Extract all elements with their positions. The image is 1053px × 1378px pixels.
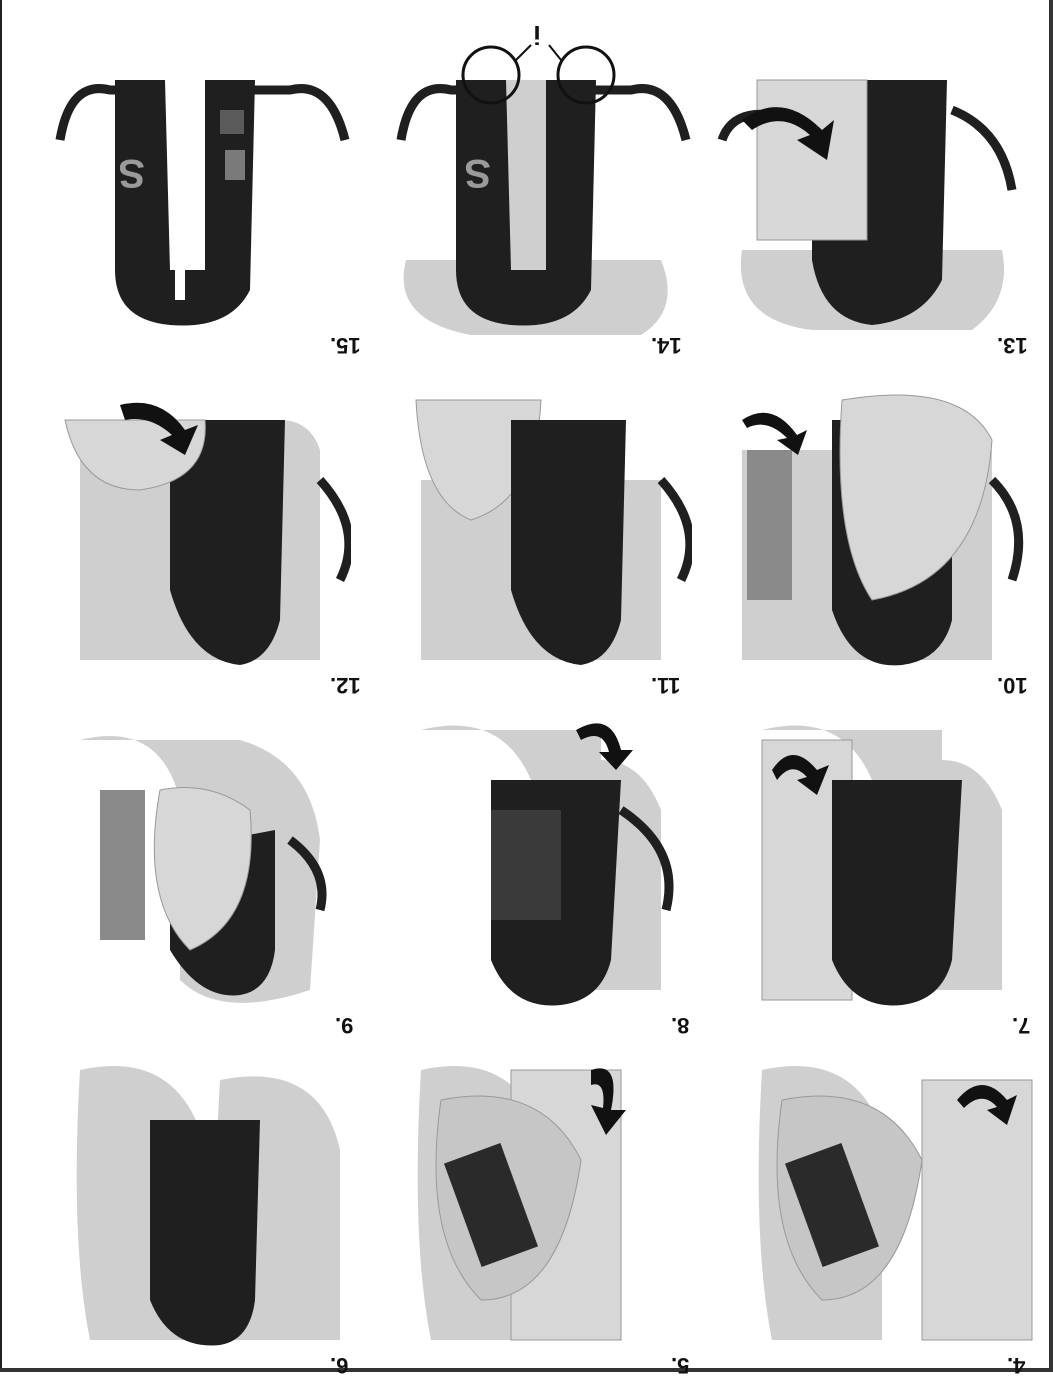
step-10-illustration — [702, 360, 1033, 690]
step-14-label: 14. — [651, 332, 682, 358]
step-15-panel: S 15. — [20, 20, 351, 350]
page-border-right — [1049, 0, 1053, 1372]
svg-text:S: S — [464, 151, 491, 195]
step-4-panel: 4. — [702, 1040, 1033, 1370]
step-12-panel: 12. — [20, 360, 351, 690]
step-6-label: 6. — [330, 1352, 348, 1378]
step-4-illustration — [702, 1040, 1033, 1370]
step-13-panel: 13. — [702, 20, 1033, 350]
step-8-label: 8. — [671, 1012, 689, 1038]
step-9-illustration — [20, 700, 351, 1030]
step-15-illustration: S — [20, 20, 351, 350]
curved-arrow-icon — [742, 413, 807, 455]
step-12-label: 12. — [330, 672, 361, 698]
info-icon: i — [529, 22, 545, 48]
folding-steps-grid: S 15. S i 14. — [20, 20, 1033, 1352]
svg-text:S: S — [118, 151, 145, 195]
step-6-panel: 6. — [20, 1040, 351, 1370]
step-9-label: 9. — [335, 1012, 353, 1038]
step-7-panel: 7. — [702, 700, 1033, 1030]
step-14-illustration: S — [361, 20, 692, 350]
step-4-label: 4. — [1007, 1352, 1025, 1378]
step-5-label: 5. — [671, 1352, 689, 1378]
step-13-illustration — [702, 20, 1033, 350]
step-5-illustration — [361, 1040, 692, 1370]
step-7-label: 7. — [1012, 1012, 1030, 1038]
step-11-label: 11. — [651, 672, 680, 698]
step-7-illustration — [702, 700, 1033, 1030]
step-13-label: 13. — [997, 332, 1028, 358]
step-11-panel: 11. — [361, 360, 692, 690]
step-12-illustration — [20, 360, 351, 690]
step-9-panel: 9. — [20, 700, 351, 1030]
step-10-panel: 10. — [702, 360, 1033, 690]
step-15-label: 15. — [330, 332, 361, 358]
step-11-illustration — [361, 360, 692, 690]
step-10-label: 10. — [997, 672, 1028, 698]
step-8-panel: 8. — [361, 700, 692, 1030]
step-14-panel: S i 14. — [361, 20, 692, 350]
step-6-illustration — [20, 1040, 351, 1370]
step-5-panel: 5. — [361, 1040, 692, 1370]
page-border-left — [0, 0, 2, 1372]
step-8-illustration — [361, 700, 692, 1030]
